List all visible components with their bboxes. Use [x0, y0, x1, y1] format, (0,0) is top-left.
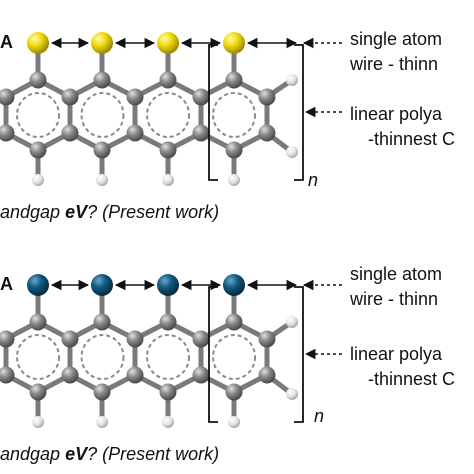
aromatic-ring: [212, 92, 256, 138]
carbon-atom: [0, 124, 15, 142]
panel-label-bottom: A: [0, 274, 13, 294]
acene-label-bottom-line1: linear polya: [350, 344, 443, 364]
carbon-atom: [258, 124, 276, 142]
panel-top: A single atom wire - thinn linear polya …: [0, 29, 455, 222]
adatom: [91, 274, 113, 296]
aromatic-ring: [80, 92, 125, 138]
carbon-atom: [126, 88, 144, 106]
carbon-atom: [126, 330, 144, 348]
carbon-atom: [0, 330, 15, 348]
caption-bottom-prefix: andgap: [0, 444, 65, 464]
hydrogen-atom: [96, 416, 108, 428]
adatom: [223, 274, 245, 296]
carbon-atom: [29, 141, 47, 159]
carbon-atom: [126, 124, 144, 142]
carbon-atom: [258, 366, 276, 384]
carbon-atom: [93, 71, 111, 89]
hydrogen-atom: [162, 416, 174, 428]
acene-label-top-line2: -thinnest C: [368, 129, 455, 149]
carbon-atom: [93, 313, 111, 331]
caption-bottom-bold: eV: [65, 444, 89, 464]
molecule-top: [0, 32, 342, 186]
repeat-bracket-right: [294, 286, 304, 423]
hydrogen-atom: [286, 316, 298, 328]
aromatic-ring: [146, 334, 190, 380]
hydrogen-atom: [96, 174, 108, 186]
carbon-atom: [159, 141, 177, 159]
aromatic-ring: [146, 92, 190, 138]
carbon-atom: [61, 330, 79, 348]
carbon-atom: [192, 88, 210, 106]
carbon-atom: [192, 366, 210, 384]
wire-label-bottom-line2: wire - thinn: [349, 289, 438, 309]
carbon-atom: [225, 383, 243, 401]
hydrogen-atom: [228, 174, 240, 186]
aromatic-ring: [80, 334, 125, 380]
carbon-atom: [126, 366, 144, 384]
carbon-atom: [61, 366, 79, 384]
wire-label-top-line2: wire - thinn: [349, 54, 438, 74]
hydrogen-atom: [32, 416, 44, 428]
hydrogen-atom: [32, 174, 44, 186]
adatom: [27, 32, 49, 54]
adatom: [157, 274, 179, 296]
wire-label-bottom-line1: single atom: [350, 264, 442, 284]
carbon-atom: [29, 313, 47, 331]
carbon-atom: [159, 313, 177, 331]
wire-label-top-line1: single atom: [350, 29, 442, 49]
hydrogen-atom: [286, 146, 298, 158]
carbon-atom: [29, 71, 47, 89]
acene-label-top-line1: linear polya: [350, 104, 443, 124]
carbon-atom: [61, 124, 79, 142]
carbon-atom: [225, 141, 243, 159]
carbon-atom: [61, 88, 79, 106]
hydrogen-atom: [286, 388, 298, 400]
carbon-atom: [192, 124, 210, 142]
carbon-atom: [93, 383, 111, 401]
aromatic-ring: [212, 334, 256, 380]
caption-top-suffix: ? (Present work): [87, 202, 219, 222]
acene-label-bottom-line2: -thinnest C: [368, 369, 455, 389]
carbon-atom: [159, 383, 177, 401]
carbon-atom: [225, 313, 243, 331]
carbon-atom: [258, 88, 276, 106]
carbon-atom: [0, 88, 15, 106]
caption-bottom: andgap eV? (Present work): [0, 444, 219, 464]
panel-bottom: A single atom wire - thinn linear polya …: [0, 264, 455, 464]
adatom: [27, 274, 49, 296]
carbon-atom: [29, 383, 47, 401]
repeat-bracket-left: [208, 286, 218, 423]
caption-top: andgap eV? (Present work): [0, 202, 219, 222]
adatom: [91, 32, 113, 54]
adatom: [157, 32, 179, 54]
carbon-atom: [225, 71, 243, 89]
caption-top-prefix: andgap: [0, 202, 65, 222]
aromatic-ring: [16, 334, 60, 380]
aromatic-ring: [16, 92, 60, 138]
panel-label-top: A: [0, 32, 13, 52]
carbon-atom: [93, 141, 111, 159]
caption-top-bold: eV: [65, 202, 89, 222]
carbon-atom: [159, 71, 177, 89]
repeat-n-top: n: [308, 170, 318, 190]
carbon-atom: [258, 330, 276, 348]
caption-bottom-suffix: ? (Present work): [87, 444, 219, 464]
carbon-atom: [192, 330, 210, 348]
hydrogen-atom: [286, 74, 298, 86]
repeat-bracket-left: [208, 44, 218, 181]
hydrogen-atom: [162, 174, 174, 186]
hydrogen-atom: [228, 416, 240, 428]
carbon-atom: [0, 366, 15, 384]
molecule-bottom: [0, 274, 342, 428]
repeat-bracket-right: [294, 44, 304, 181]
adatom: [223, 32, 245, 54]
repeat-n-bottom: n: [314, 406, 324, 426]
